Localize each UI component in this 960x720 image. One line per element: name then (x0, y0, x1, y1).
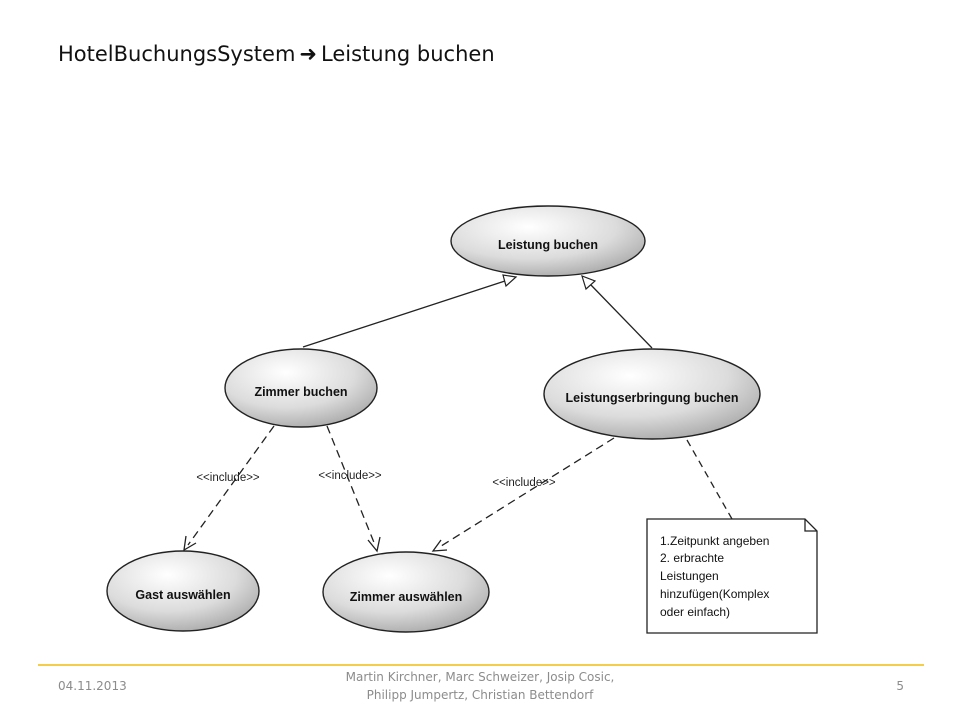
note-line-1: 1.Zeitpunkt angeben (660, 534, 769, 548)
right-arrow-icon: ➜ (299, 42, 318, 66)
include-leistungserbringung-to-zimmer-auswaehlen (431, 437, 615, 552)
use-case-label: Zimmer auswählen (350, 590, 463, 604)
use-case-zimmer-auswaehlen: Zimmer auswählen (322, 551, 490, 633)
use-case-label: Zimmer buchen (254, 385, 347, 399)
hollow-arrowhead-icon (581, 274, 597, 291)
footer-authors-line-1: Martin Kirchner, Marc Schweizer, Josip C… (345, 670, 615, 684)
note-line-2: 2. erbrachte (660, 551, 724, 565)
use-case-label: Gast auswählen (135, 588, 230, 602)
note-anchor-line (686, 439, 733, 520)
use-case-label: Leistungserbringung buchen (566, 391, 739, 405)
include-zimmer-buchen-to-zimmer-auswaehlen (326, 425, 381, 553)
use-case-label: Leistung buchen (498, 238, 598, 252)
note-line-5: oder einfach) (660, 605, 730, 619)
open-arrowhead-icon (367, 536, 381, 553)
footer-divider (38, 664, 924, 666)
use-case-leistungserbringung-buchen: Leistungserbringung buchen (543, 348, 761, 440)
use-case-zimmer-buchen: Zimmer buchen (224, 348, 378, 428)
note-line-3: Leistungen (660, 569, 719, 583)
note-folded-corner-icon (804, 519, 817, 532)
use-case-leistung-buchen: Leistung buchen (450, 205, 646, 277)
generalization-leistungserbringung-to-leistung (581, 274, 653, 349)
footer-date: 04.11.2013 (58, 679, 127, 693)
hollow-arrowhead-icon (502, 274, 518, 288)
slide-title: HotelBuchungsSystem➜Leistung buchen (58, 42, 495, 66)
generalization-zimmer-to-leistung (302, 274, 518, 348)
title-use-case: Leistung buchen (321, 42, 495, 66)
constraint-note: 1.Zeitpunkt angeben 2. erbrachte Leistun… (646, 518, 818, 634)
include-label-2: <<include>> (318, 470, 382, 482)
title-system: HotelBuchungsSystem (58, 42, 296, 66)
include-zimmer-buchen-to-gast (183, 425, 275, 552)
footer-authors: Martin Kirchner, Marc Schweizer, Josip C… (280, 668, 680, 704)
open-arrowhead-icon (183, 535, 197, 552)
footer-page-number: 5 (896, 679, 904, 693)
use-case-gast-auswaehlen: Gast auswählen (106, 550, 260, 632)
include-label-1: <<include>> (196, 472, 260, 484)
footer-authors-line-2: Philipp Jumpertz, Christian Bettendorf (366, 688, 594, 702)
open-arrowhead-icon (431, 539, 448, 552)
note-line-4: hinzufügen(Komplex (660, 587, 769, 601)
include-label-3: <<include>> (492, 477, 556, 489)
